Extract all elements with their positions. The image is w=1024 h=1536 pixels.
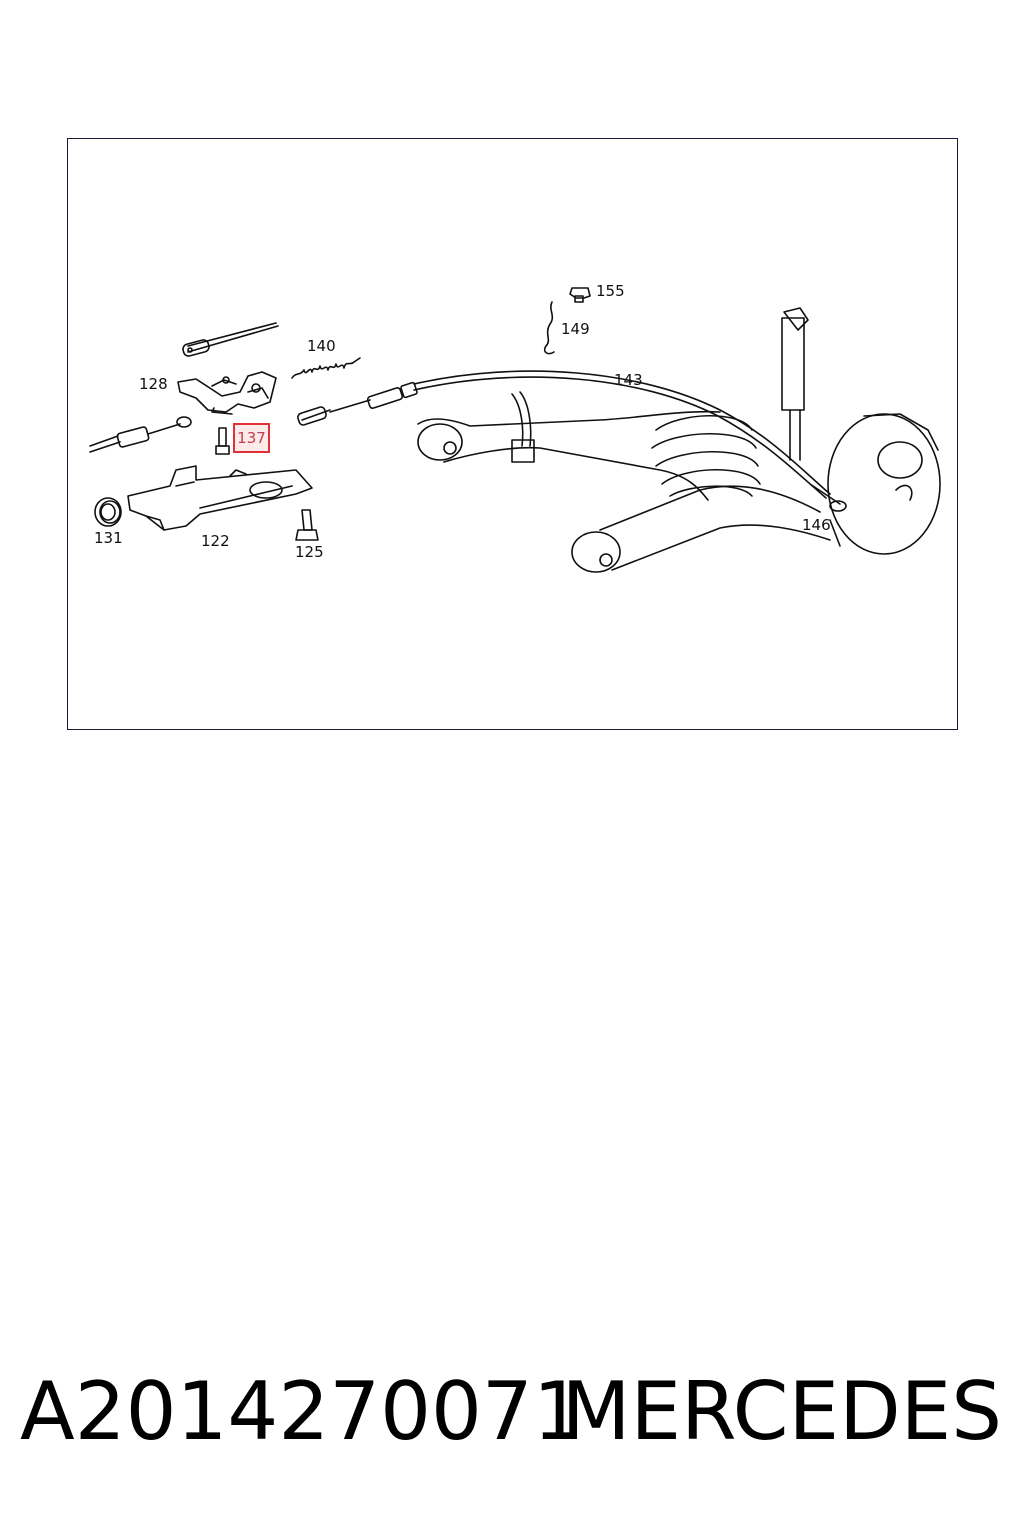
label-146[interactable]: 146: [802, 516, 831, 534]
label-131[interactable]: 131: [94, 529, 123, 547]
spring-140: [291, 357, 361, 379]
label-137-highlight[interactable]: 137: [233, 423, 270, 453]
bracket-128: [177, 371, 277, 415]
upper-cable: [182, 322, 279, 357]
label-155[interactable]: 155: [596, 282, 625, 300]
brand-name: MERCEDES: [561, 1365, 1002, 1458]
footer: A2014270071 MERCEDES: [0, 1372, 1024, 1472]
grommet-131: [94, 497, 122, 527]
label-122[interactable]: 122: [201, 532, 230, 550]
lower-left-cable: [89, 416, 192, 453]
label-125[interactable]: 125: [295, 543, 324, 561]
part-number: A2014270071: [20, 1365, 584, 1458]
label-143[interactable]: 143: [614, 371, 643, 389]
label-128[interactable]: 128: [139, 375, 168, 393]
diagram-frame: [67, 138, 958, 730]
clip-149: [543, 301, 555, 355]
label-149[interactable]: 149: [561, 320, 590, 338]
cover-122: [127, 465, 313, 531]
bolt-125: [295, 509, 319, 541]
cable-143: [297, 370, 847, 512]
bolt-155: [569, 287, 591, 303]
axle-assembly: [417, 307, 941, 573]
label-140[interactable]: 140: [307, 337, 336, 355]
bolt-137: [215, 427, 230, 455]
